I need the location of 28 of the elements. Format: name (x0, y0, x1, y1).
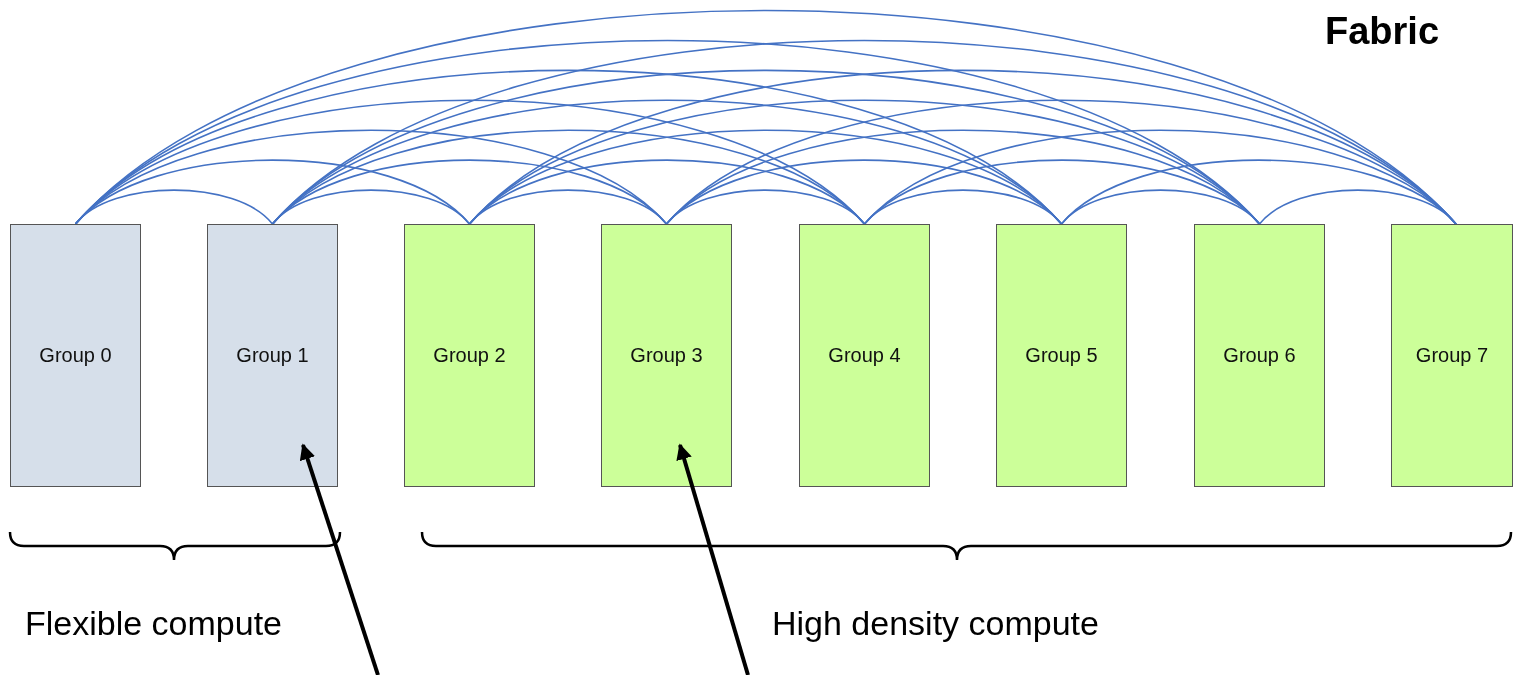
group-label: Group 4 (828, 344, 901, 367)
connection-arc (1258, 189, 1457, 225)
connection-arc (863, 189, 1063, 225)
group-box (799, 224, 930, 487)
group-box (10, 224, 141, 487)
group-label: Group 2 (433, 344, 506, 367)
group-label: Group 5 (1025, 344, 1098, 367)
connection-arc (665, 189, 866, 225)
group-box (1194, 224, 1325, 487)
connection-arc (468, 189, 668, 225)
group-label: Group 1 (236, 344, 309, 367)
group-box (601, 224, 732, 487)
group-label: Group 7 (1415, 344, 1489, 367)
connection-arc (1060, 189, 1261, 225)
group-label: Group 3 (630, 344, 703, 367)
group-caption: High density compute (772, 604, 1099, 643)
group-box (996, 224, 1127, 487)
group-box (1391, 224, 1513, 487)
pointer-arrow (299, 443, 380, 675)
group-label: Group 0 (39, 344, 112, 367)
fabric-heading: Fabric (1325, 10, 1440, 53)
group-label: Group 6 (1223, 344, 1296, 367)
connection-arc (74, 189, 274, 225)
pointer-arrow (676, 443, 750, 675)
connection-arc (271, 189, 471, 225)
group-box (404, 224, 535, 487)
group-caption: Flexible compute (25, 604, 282, 643)
group-box (207, 224, 338, 487)
